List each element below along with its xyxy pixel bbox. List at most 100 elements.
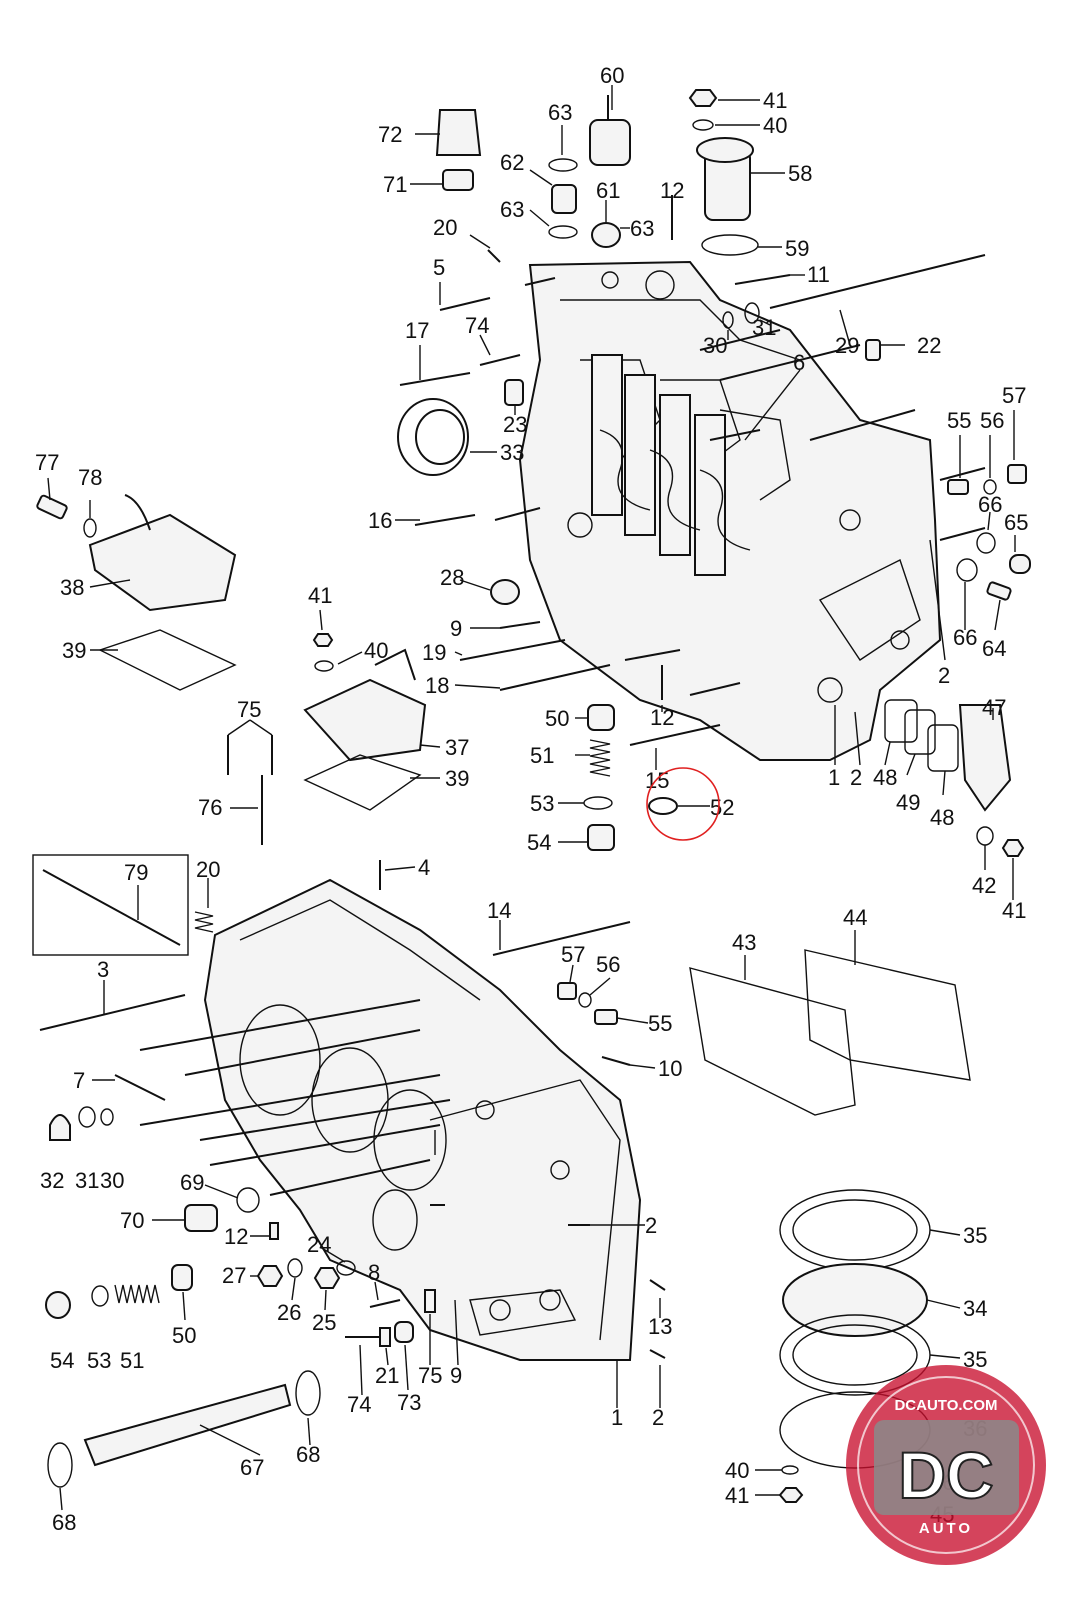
part-label: 31 [75, 1168, 99, 1193]
lower-crankcase-half [203, 878, 642, 1361]
part-label: 29 [835, 333, 859, 358]
part-label: 33 [500, 440, 524, 465]
part-label: 55 [648, 1011, 672, 1036]
part-label: 19 [422, 640, 446, 665]
part-label: 12 [660, 178, 684, 203]
part-label: 53 [87, 1348, 111, 1373]
leader-lines [47, 85, 1016, 1511]
part-label: 53 [530, 791, 554, 816]
part-label: 41 [763, 88, 787, 113]
part-label: 51 [120, 1348, 144, 1373]
part-label: 48 [930, 805, 954, 830]
part-label: 1 [611, 1405, 623, 1430]
part-label: 54 [527, 830, 551, 855]
part-label: 41 [308, 583, 332, 608]
part-label: 59 [785, 236, 809, 261]
logo-brand-text: DCAUTO.COM [894, 1397, 997, 1414]
part-label: 2 [645, 1213, 657, 1238]
part-label: 2 [938, 663, 950, 688]
part-label: 58 [788, 161, 812, 186]
part-label: 56 [980, 408, 1004, 433]
part-label: 40 [725, 1458, 749, 1483]
part-label: 43 [732, 930, 756, 955]
part-label: 63 [548, 100, 572, 125]
part-label: 60 [600, 63, 624, 88]
part-label: 38 [60, 575, 84, 600]
upper-crankcase-half [518, 260, 942, 761]
part-label: 77 [35, 450, 59, 475]
highlight-circle [646, 767, 720, 841]
part-label: 28 [440, 565, 464, 590]
part-label: 50 [545, 706, 569, 731]
part-label: 54 [50, 1348, 74, 1373]
part-label: 69 [180, 1170, 204, 1195]
part-label: 49 [896, 790, 920, 815]
part-label: 21 [375, 1363, 399, 1388]
part-label: 8 [368, 1260, 380, 1285]
part-label: 9 [450, 1363, 462, 1388]
part-label: 78 [78, 465, 102, 490]
part-label: 6 [793, 350, 805, 375]
part-label: 14 [487, 898, 511, 923]
part-label: 57 [561, 942, 585, 967]
part-label: 72 [378, 122, 402, 147]
part-label: 22 [917, 333, 941, 358]
part-label: 51 [530, 743, 554, 768]
part-label: 9 [450, 616, 462, 641]
part-label: 12 [650, 705, 674, 730]
part-label: 56 [596, 952, 620, 977]
part-label: 52 [710, 795, 734, 820]
part-label: 57 [1002, 383, 1026, 408]
part-label: 17 [405, 318, 429, 343]
part-label: 40 [763, 113, 787, 138]
part-label: 44 [843, 905, 867, 930]
studs-and-bolts [39, 195, 986, 1359]
dc-auto-logo: DCAUTO.COM DC AUTO [846, 1365, 1046, 1565]
part-label: 4 [418, 855, 430, 880]
part-label: 63 [500, 197, 524, 222]
part-label: 64 [982, 636, 1006, 661]
part-label: 65 [1004, 510, 1028, 535]
part-label: 63 [630, 216, 654, 241]
part-label: 1 [828, 765, 840, 790]
part-label: 5 [433, 255, 445, 280]
part-label: 68 [52, 1510, 76, 1535]
part-label: 41 [725, 1483, 749, 1508]
part-label: 75 [418, 1363, 442, 1388]
part-label: 76 [198, 795, 222, 820]
part-label: 47 [982, 695, 1006, 720]
part-label: 3 [97, 957, 109, 982]
logo-sub-text: AUTO [919, 1520, 973, 1537]
part-label: 2 [850, 765, 862, 790]
part-label: 66 [978, 492, 1002, 517]
part-label: 10 [658, 1056, 682, 1081]
part-label: 23 [503, 412, 527, 437]
part-label: 2 [652, 1405, 664, 1430]
part-label: 12 [224, 1224, 248, 1249]
part-label: 61 [596, 178, 620, 203]
part-label: 73 [397, 1390, 421, 1415]
part-label: 55 [947, 408, 971, 433]
part-label: 62 [500, 150, 524, 175]
part-label: 67 [240, 1455, 264, 1480]
part-label: 31 [752, 315, 776, 340]
part-label: 68 [296, 1442, 320, 1467]
part-label: 16 [368, 508, 392, 533]
part-label: 79 [124, 860, 148, 885]
part-label: 42 [972, 873, 996, 898]
part-label: 39 [445, 766, 469, 791]
part-label: 50 [172, 1323, 196, 1348]
part-label: 48 [873, 765, 897, 790]
part-label: 41 [1002, 898, 1026, 923]
part-label: 40 [364, 638, 388, 663]
part-label: 71 [383, 172, 407, 197]
part-label: 37 [445, 735, 469, 760]
part-label: 26 [277, 1300, 301, 1325]
part-label: 7 [73, 1068, 85, 1093]
part-label: 75 [237, 697, 261, 722]
part-label: 11 [807, 262, 830, 287]
part-label: 27 [222, 1263, 246, 1288]
part-label: 24 [307, 1232, 331, 1257]
part-label: 70 [120, 1208, 144, 1233]
